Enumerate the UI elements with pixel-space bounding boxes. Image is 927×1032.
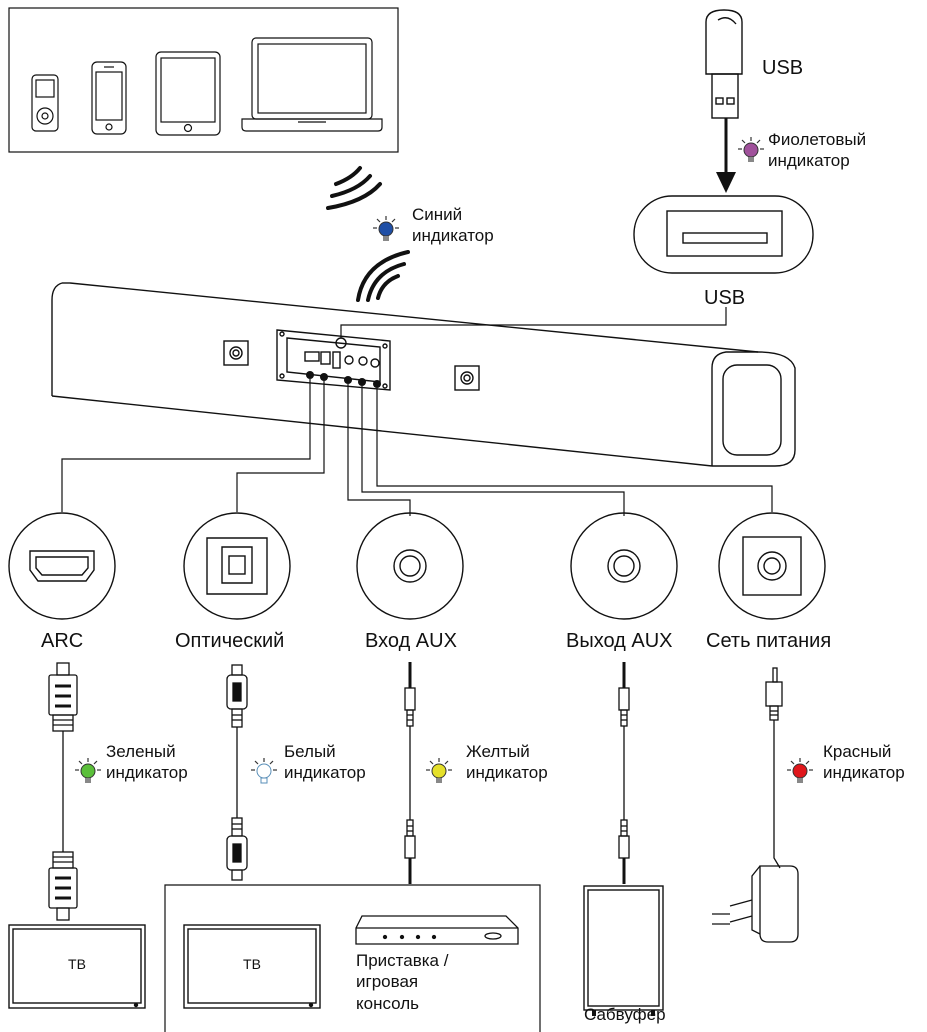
optical-cable bbox=[226, 664, 248, 881]
blue-indicator-line2: индикатор bbox=[412, 226, 494, 246]
subwoofer-label: Сабвуфер bbox=[584, 1005, 666, 1024]
white-indicator-line1: Белый bbox=[284, 742, 336, 761]
tablet-icon bbox=[155, 51, 221, 136]
green-indicator-label: Зеленый индикатор bbox=[106, 741, 188, 784]
red-indicator-line1: Красный bbox=[823, 742, 892, 761]
aux-in-port-icon bbox=[356, 512, 464, 620]
usb-port-label: USB bbox=[704, 287, 746, 309]
usb-stick-label: USB bbox=[762, 57, 804, 79]
hdmi-cable bbox=[48, 662, 78, 921]
blue-indicator-icon bbox=[372, 215, 400, 241]
violet-indicator-line2: индикатор bbox=[768, 151, 850, 171]
wireless-signal-icon bbox=[326, 166, 382, 210]
power-cable bbox=[712, 667, 799, 943]
tv-2-icon bbox=[183, 924, 321, 1009]
white-indicator-label: Белый индикатор bbox=[284, 741, 366, 784]
red-indicator-label: Красный индикатор bbox=[823, 741, 905, 784]
aux-in-cable bbox=[404, 662, 416, 884]
power-port-icon bbox=[718, 512, 826, 620]
console-label-line2: игровая bbox=[356, 972, 419, 992]
aux-in-label: Вход AUX bbox=[365, 630, 457, 652]
smartphone-icon bbox=[91, 61, 127, 135]
arc-port-icon bbox=[8, 512, 116, 620]
arc-label: ARC bbox=[41, 630, 84, 652]
source-devices-box bbox=[164, 884, 541, 1032]
power-label: Сеть питания bbox=[706, 630, 832, 652]
console-label-line3: консоль bbox=[356, 993, 420, 1013]
port-markers bbox=[306, 371, 381, 388]
bluetooth-devices-box bbox=[8, 7, 399, 153]
aux-out-cable bbox=[618, 662, 630, 884]
soundbar bbox=[51, 282, 796, 467]
white-indicator-icon bbox=[250, 757, 278, 784]
yellow-indicator-line1: Желтый bbox=[466, 742, 530, 761]
blue-indicator-line1: Синий bbox=[412, 205, 463, 224]
port-connection-lines bbox=[61, 379, 773, 516]
red-indicator-icon bbox=[786, 757, 814, 783]
tv-2-label: ТВ bbox=[243, 956, 261, 972]
yellow-indicator-label: Желтый индикатор bbox=[466, 741, 548, 784]
violet-indicator-label: Фиолетовый индикатор bbox=[768, 129, 866, 172]
console-label-line1: Приставка / bbox=[356, 951, 449, 970]
optical-label: Оптический bbox=[175, 630, 285, 652]
green-indicator-icon bbox=[74, 757, 102, 783]
usb-connection-line bbox=[340, 307, 727, 338]
usb-port-icon bbox=[633, 195, 814, 274]
green-indicator-line1: Зеленый bbox=[106, 742, 176, 761]
aux-out-label: Выход AUX bbox=[566, 630, 673, 652]
usb-stick-icon bbox=[705, 9, 743, 119]
tv-1-label: ТВ bbox=[68, 956, 86, 972]
yellow-indicator-line2: индикатор bbox=[466, 763, 548, 783]
laptop-icon bbox=[241, 37, 383, 132]
game-console-icon bbox=[355, 915, 519, 945]
yellow-indicator-icon bbox=[425, 757, 453, 783]
console-label: Приставка / игровая консоль bbox=[356, 950, 448, 1014]
wireless-signal-icon bbox=[356, 250, 410, 302]
red-indicator-line2: индикатор bbox=[823, 763, 905, 783]
aux-out-port-icon bbox=[570, 512, 678, 620]
violet-indicator-icon bbox=[737, 136, 765, 162]
media-player-icon bbox=[31, 74, 59, 132]
usb-arrow bbox=[716, 118, 736, 193]
green-indicator-line2: индикатор bbox=[106, 763, 188, 783]
optical-port-icon bbox=[183, 512, 291, 620]
subwoofer-icon bbox=[583, 885, 664, 1016]
white-indicator-line2: индикатор bbox=[284, 763, 366, 783]
violet-indicator-line1: Фиолетовый bbox=[768, 130, 867, 149]
blue-indicator-label: Синий индикатор bbox=[412, 204, 494, 247]
tv-1-icon bbox=[8, 924, 146, 1009]
